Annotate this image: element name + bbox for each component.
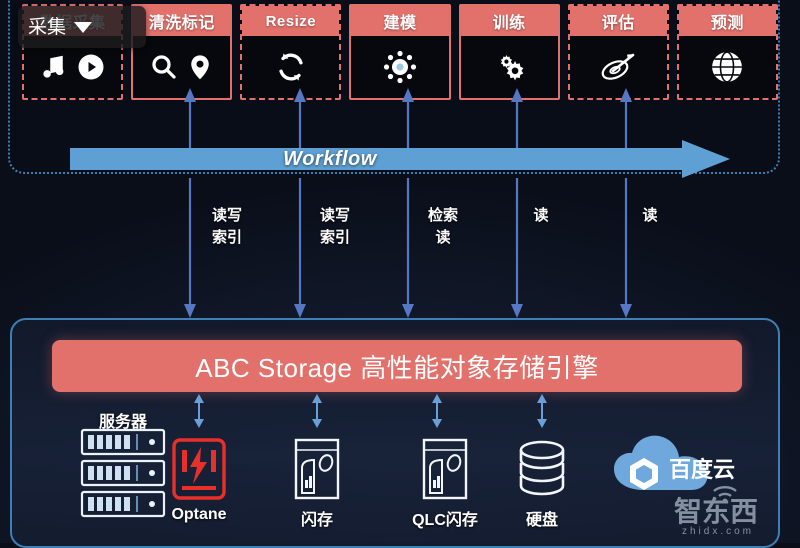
device-label: 硬盘 [525,512,558,529]
connector-arrow-down-4 [511,178,523,318]
flow-label-5: 读 [642,207,658,224]
connector-arrow-down-2 [294,178,306,318]
model-node-icon [382,49,418,85]
stage-icons [678,36,776,98]
device-qlc: QLC闪存 [390,428,500,530]
connector-arrow-down-5 [620,178,632,318]
stage-icons [133,36,231,98]
flow-label-3: 检索 读 [427,207,458,246]
server-rack-icon [80,428,166,518]
refresh-cycle-icon [274,50,308,84]
device-label: 闪存 [300,512,333,529]
music-note-icon [39,52,69,82]
stage-icons [351,36,449,98]
stage-title: 训练 [460,6,558,36]
device-optane: Optane [144,428,254,524]
stage-card-clean-label[interactable]: 清洗标记 [131,4,233,100]
stage-card-evaluation[interactable]: 评估 [567,4,669,100]
stage-title: Resize [242,6,340,36]
abc-storage-banner: ABC Storage 高性能对象存储引擎 [52,340,742,392]
globe-icon [710,50,744,84]
flow-label-2: 读写 索引 [319,207,350,246]
device-hdd: 硬盘 [487,428,597,530]
connector-arrow-down-1 [184,178,196,318]
flash-drive-icon [262,428,372,500]
flow-label-1: 读写 索引 [211,207,242,246]
gears-icon [490,49,528,85]
connector-arrow-down-3 [402,178,414,318]
watermark-url: zhidx.com [682,526,754,537]
stage-title: 预测 [678,6,776,36]
stage-icons [460,36,558,98]
collection-dropdown-label: 采集 [28,16,67,38]
location-pin-icon [186,52,214,82]
connector-arrow-up-1 [184,88,196,150]
storage-link-arrow-3 [432,394,442,428]
search-icon [149,52,179,82]
storage-link-arrow-2 [312,394,322,428]
stage-title: 评估 [569,6,667,36]
baidu-cloud-text: 百度云 [669,457,735,482]
device-flash: 闪存 [262,428,372,530]
optane-ssd-icon [144,428,254,500]
device-label: QLC闪存 [412,512,478,529]
qlc-drive-icon [390,428,500,500]
workflow-arrow [70,140,730,178]
stage-card-resize[interactable]: Resize [240,4,342,100]
connector-arrow-up-5 [620,88,632,150]
play-circle-icon [76,52,106,82]
connector-arrow-up-4 [511,88,523,150]
storage-link-arrow-1 [194,394,204,428]
server-rack-label: 服务器 [98,414,147,431]
flow-label-4: 读 [533,207,549,224]
stage-card-prediction[interactable]: 预测 [676,4,778,100]
stage-title: 清洗标记 [133,6,231,36]
dart-target-icon [598,50,638,84]
watermark-name: 智东西 [674,495,758,527]
collection-dropdown-overlay[interactable]: 采集 [18,6,146,48]
chevron-down-icon[interactable] [74,21,93,33]
stage-icons [569,36,667,98]
storage-link-arrow-4 [537,394,547,428]
stage-title: 建模 [351,6,449,36]
stage-icons [242,36,340,98]
connector-arrow-up-2 [294,88,306,150]
device-label: Optane [171,506,227,523]
watermark-zhidx: 智东西 zhidx.com [674,486,758,537]
connector-arrow-up-3 [402,88,414,150]
baidu-cloud-logo: 百度云 [606,432,756,498]
database-disk-icon [487,428,597,500]
stage-card-training[interactable]: 训练 [458,4,560,100]
stage-card-modeling[interactable]: 建模 [349,4,451,100]
